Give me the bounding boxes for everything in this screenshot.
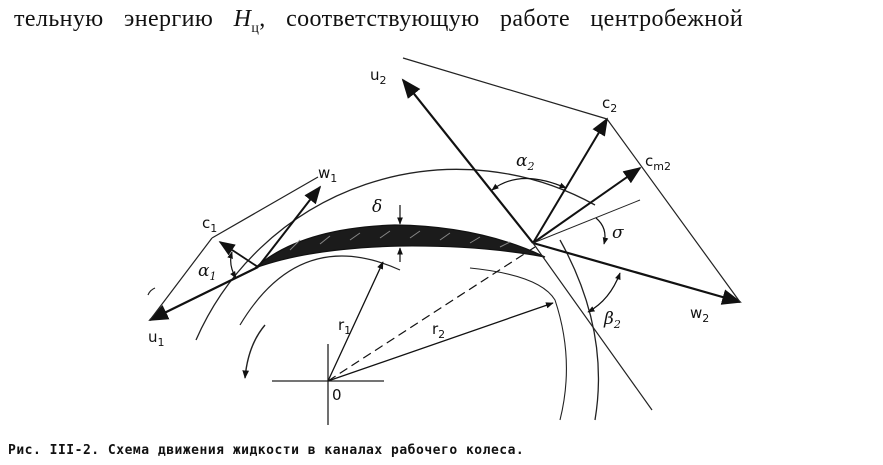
label-sigma: σ [612, 223, 624, 243]
label-w1: w1 [318, 164, 337, 185]
outlet-triangle-right [606, 118, 741, 303]
label-delta: δ [372, 197, 382, 217]
small-circle-arc [147, 287, 156, 296]
label-origin: 0 [332, 386, 342, 404]
cm2-vector [532, 166, 642, 244]
label-cm2: cm2 [645, 152, 671, 173]
label-u2: u2 [370, 66, 387, 87]
top-text-suffix: , соответствующую работе центробежной [259, 6, 744, 32]
radius-r1-line [327, 261, 384, 382]
label-w2: w2 [690, 304, 709, 325]
label-r1: r1 [338, 316, 351, 337]
outlet-triangle-top [402, 57, 608, 120]
impeller-blade [254, 224, 546, 269]
alpha1-arc [227, 251, 237, 279]
label-alpha1: α1 [198, 261, 216, 283]
label-u1: u1 [148, 328, 165, 349]
sigma-arc [595, 217, 609, 245]
blade-hatching [289, 230, 511, 251]
top-text-subscript: ц [251, 20, 260, 36]
radius-r2-line [327, 302, 554, 382]
top-text-line: тельную энергию Hц, соответствующую рабо… [14, 6, 880, 37]
alpha2-arc [491, 177, 567, 191]
impeller-velocity-diagram: u2 c2 cm2 α2 w1 c1 α1 u1 w2 β2 r1 r2 δ σ… [147, 57, 742, 425]
outlet-dir-line [532, 199, 641, 244]
c1-vector [218, 241, 259, 268]
label-c1: c1 [202, 214, 217, 235]
w1-vector [257, 185, 322, 268]
inlet-triangle-left [149, 237, 213, 321]
beta2-arc [587, 272, 621, 313]
outlet-extension-line [532, 242, 653, 411]
figure-caption: Рис. III-2. Схема движения жидкости в ка… [8, 443, 525, 458]
outer-circle-arc-right [559, 239, 600, 421]
c2-vector [532, 117, 608, 244]
label-r2: r2 [432, 320, 445, 341]
mid-circle-arc [469, 267, 567, 421]
u1-vector [148, 266, 259, 321]
u2-vector [401, 78, 534, 244]
inlet-triangle-top [211, 176, 319, 239]
w2-vector [532, 241, 742, 305]
label-c2: c2 [602, 94, 617, 115]
label-alpha2: α2 [516, 151, 534, 173]
top-text-prefix: тельную энергию [14, 6, 234, 32]
top-text-symbol: H [233, 6, 252, 32]
label-beta2: β2 [603, 309, 621, 331]
rotation-arrow [242, 324, 266, 379]
inner-circle-arc [239, 255, 401, 326]
